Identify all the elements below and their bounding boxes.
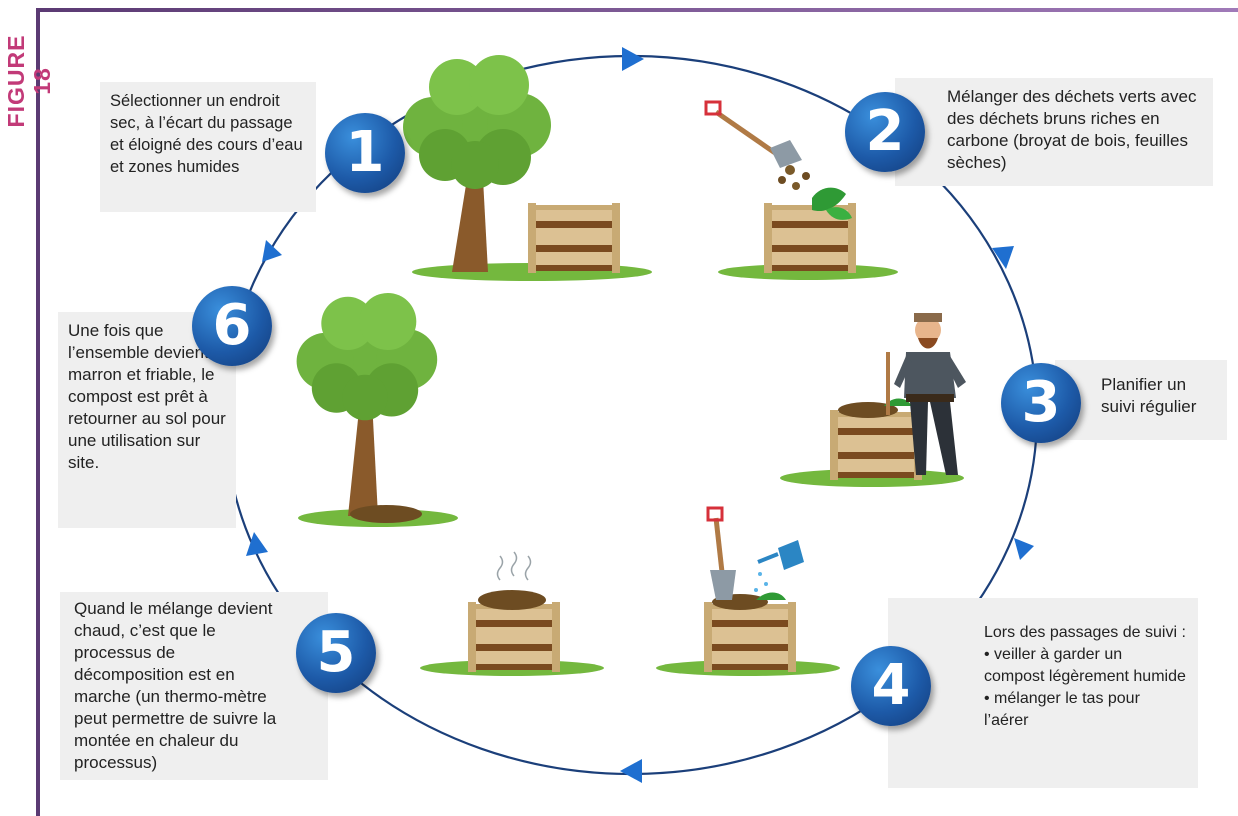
step1-text: Sélectionner un endroit sec, à l’écart d… (100, 82, 316, 212)
step5-illustration (420, 551, 604, 676)
frame-left-bar (36, 8, 40, 816)
step4-badge: 4 (851, 646, 931, 726)
step1-badge: 1 (325, 113, 405, 193)
step5-badge: 5 (296, 613, 376, 693)
arrow-top (622, 47, 644, 71)
arrow-left-lower (246, 532, 268, 556)
step2-badge: 2 (845, 92, 925, 172)
step5-text: Quand le mélange devient chaud, c’est qu… (60, 592, 328, 780)
arrow-right-lower (1014, 538, 1034, 560)
step2-text: Mélanger des déchets verts avec des déch… (895, 78, 1213, 186)
step2-illustration (704, 100, 898, 280)
step4-text: Lors des passages de suivi : • veiller à… (888, 598, 1198, 788)
arrow-right-upper (992, 246, 1014, 269)
step1-illustration (403, 55, 652, 281)
step6-badge: 6 (192, 286, 272, 366)
step3-text: Planifier un suivi régulier (1055, 360, 1227, 440)
arrow-bottom (620, 759, 642, 783)
frame-top-bar (36, 8, 1238, 12)
step3-badge: 3 (1001, 363, 1081, 443)
step3-illustration (780, 313, 966, 487)
step4-illustration (656, 506, 840, 676)
step6-illustration (296, 293, 458, 527)
arrow-left-upper (262, 240, 282, 262)
